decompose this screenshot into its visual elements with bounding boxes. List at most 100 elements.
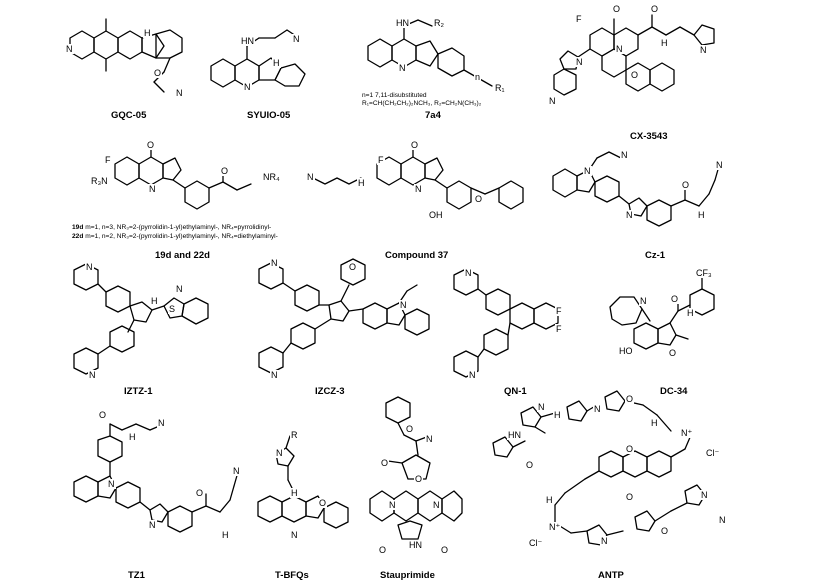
atom-n: N <box>625 210 634 220</box>
atom-n: N <box>85 262 94 272</box>
atom-s: S <box>168 304 177 314</box>
atom-h: H <box>128 432 137 442</box>
atom-h: H <box>221 530 230 540</box>
label-gqc05: GQC-05 <box>111 110 147 121</box>
atom-h: H <box>150 296 159 306</box>
atom-n: N <box>468 370 477 380</box>
label-antp: ANTP <box>598 570 624 581</box>
note-19d-id: 19d <box>72 224 84 231</box>
atom-n: N <box>175 284 184 294</box>
note-19d-text: m=1, n=3, NR₃=2-(pyrrolidin-1-yl)ethylam… <box>85 224 272 231</box>
atom-n: N <box>88 370 97 380</box>
atom-r1: R₁ <box>494 83 506 93</box>
label-dc34: DC-34 <box>660 386 688 397</box>
atom-o: O <box>625 444 635 454</box>
atom-n: N <box>232 466 241 476</box>
structure-cx3543 <box>553 14 715 96</box>
note-7a4-line2: R₁=CH(CH₂CH₂)₂NCH₃, R₂=CH₂N(CH₃)₂ <box>362 100 482 107</box>
label-7a4: 7a4 <box>425 110 441 121</box>
atom-r3n: R₃N <box>90 176 109 186</box>
label-tz1: TZ1 <box>128 570 145 581</box>
atom-o: O <box>348 262 358 272</box>
atom-n: N <box>699 45 708 55</box>
atom-o: O <box>195 488 205 498</box>
structure-dc34 <box>609 274 715 350</box>
atom-o: O <box>405 424 415 434</box>
label-compound37: Compound 37 <box>385 250 449 261</box>
atom-n: N <box>306 172 315 182</box>
structure-izcz3 <box>258 258 430 374</box>
label-cz1: Cz-1 <box>645 250 666 261</box>
atom-f: F <box>104 155 112 165</box>
structure-7a4 <box>367 19 493 87</box>
atom-o: O <box>98 410 108 420</box>
atom-n-index: n <box>474 72 482 82</box>
atom-h: H <box>697 210 706 220</box>
atom-cl: Cl⁻ <box>528 538 544 548</box>
atom-nh: H <box>143 28 152 38</box>
atom-n: N <box>583 166 592 176</box>
atom-h: H <box>686 308 695 318</box>
atom-r2: R₂ <box>433 18 445 28</box>
atom-n: N <box>593 404 602 414</box>
structure-gqc05 <box>69 18 183 93</box>
label-stauprimide: Stauprimide <box>380 570 435 581</box>
atom-nr4: NR₄ <box>262 172 281 182</box>
atom-h: H <box>660 38 669 48</box>
label-19d-22d: 19d and 22d <box>155 250 210 261</box>
atom-n: N <box>425 434 434 444</box>
structure-iztz1 <box>73 263 209 375</box>
atom-oh: OH <box>428 210 444 220</box>
atom-n: N <box>620 150 629 160</box>
label-cx3543: CX-3543 <box>630 131 668 142</box>
structure-qn1 <box>453 268 559 378</box>
atom-o: O <box>630 70 640 80</box>
atom-o: O <box>440 545 450 555</box>
atom-n: N <box>399 300 408 310</box>
atom-f: F <box>555 324 563 334</box>
note-7a4-line1: n=1 7,11-disubstituted <box>362 92 427 99</box>
atom-h: H <box>357 178 366 188</box>
atom-n: N <box>575 57 584 67</box>
atom-h: H <box>545 495 554 505</box>
label-iztz1: IZTZ-1 <box>124 386 153 397</box>
structure-19d-22d <box>114 145 252 210</box>
atom-n: N <box>639 296 648 306</box>
atom-n: N <box>175 88 184 98</box>
atom-o: O <box>146 140 156 150</box>
atom-o: O <box>220 166 230 176</box>
atom-f: F <box>555 306 563 316</box>
structure-syuio05 <box>210 29 306 88</box>
atom-n: N <box>414 184 423 194</box>
label-qn1: QN-1 <box>504 386 527 397</box>
structure-tbfq <box>257 435 349 529</box>
atom-o: O <box>670 294 680 304</box>
atom-n: N <box>148 520 157 530</box>
atom-n: N <box>432 500 441 510</box>
atom-h: H <box>553 410 562 420</box>
atom-o: O <box>410 140 420 150</box>
atom-f: F <box>575 14 583 24</box>
atom-n: N <box>148 184 157 194</box>
atom-n: N <box>600 536 609 546</box>
note-22d-text: m=1, n=2, NR₃=2-(pyrrolidin-1-yl)ethylam… <box>85 233 278 240</box>
atom-n: N <box>292 34 301 44</box>
atom-o: O <box>378 545 388 555</box>
atom-n: N <box>615 44 624 54</box>
atom-o: O <box>668 348 678 358</box>
atom-h: H <box>650 418 659 428</box>
atom-o: O <box>625 394 635 404</box>
atom-n: N <box>270 258 279 268</box>
structure-stauprimide <box>369 396 463 540</box>
label-tbfq: T-BFQs <box>275 570 309 581</box>
atom-o: O <box>660 526 670 536</box>
atom-n: N <box>464 268 473 278</box>
structure-compound37 <box>312 145 524 210</box>
label-izcz3: IZCZ-3 <box>315 386 345 397</box>
atom-ho: HO <box>618 346 634 356</box>
atom-r: R <box>290 430 299 440</box>
atom-n: N <box>290 530 299 540</box>
atom-n: N <box>700 490 709 500</box>
atom-nplus: N⁺ <box>680 428 694 438</box>
atom-f: F <box>377 155 385 165</box>
